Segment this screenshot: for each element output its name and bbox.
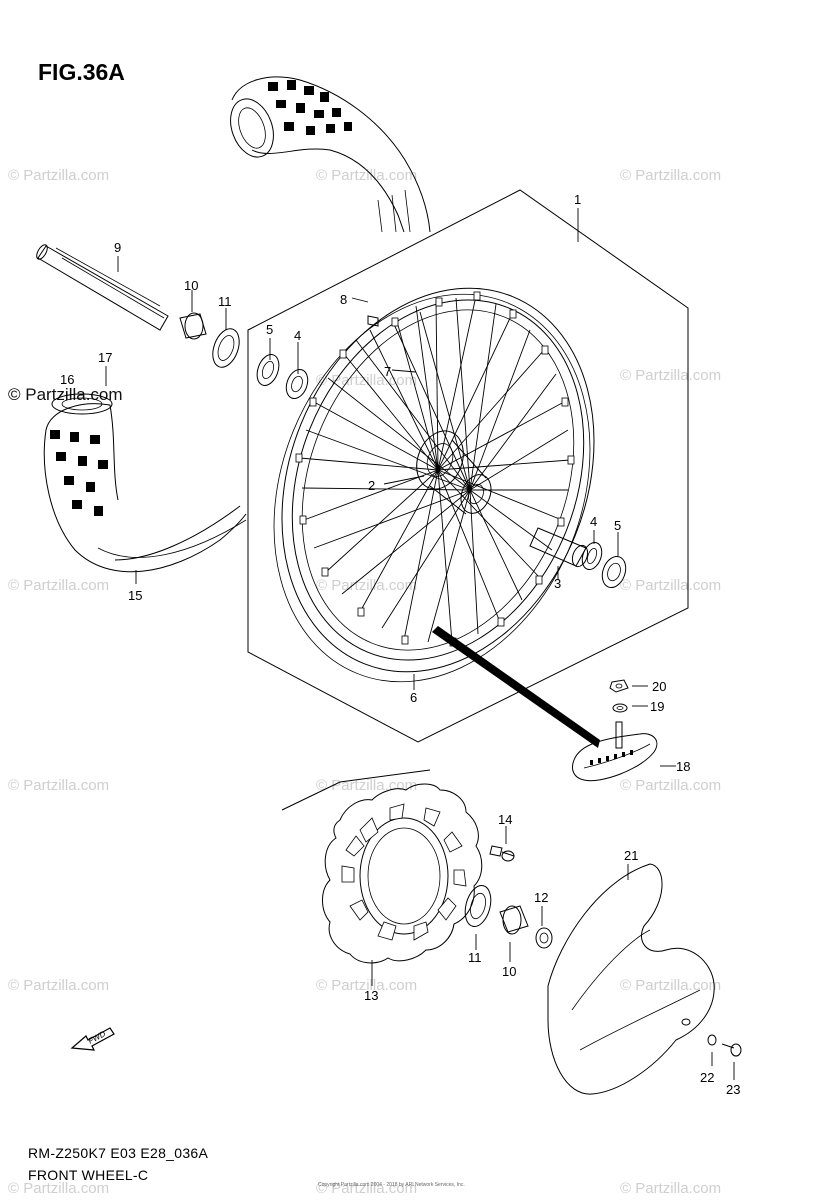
callout-8: 8 — [340, 292, 347, 307]
watermark: © Partzilla.com — [316, 1180, 417, 1197]
callout-14: 14 — [498, 812, 512, 827]
spokes — [299, 295, 571, 643]
brake-disc — [322, 783, 483, 964]
disc-cover — [547, 863, 715, 1095]
callout-19: 19 — [650, 699, 664, 714]
washer — [612, 703, 628, 713]
callout-5-right: 5 — [614, 518, 621, 533]
dust-seal-left — [212, 328, 240, 368]
spacer-right — [529, 527, 589, 568]
callout-18: 18 — [676, 759, 690, 774]
dust-seal-right — [464, 884, 492, 928]
callout-9: 9 — [114, 240, 121, 255]
front-axle — [36, 244, 169, 331]
callout-7: 7 — [384, 364, 391, 379]
bearing-left — [285, 368, 309, 400]
callout-4: 4 — [294, 328, 301, 343]
callout-4-right: 4 — [590, 514, 597, 529]
callout-3: 3 — [554, 576, 561, 591]
callout-17: 17 — [98, 350, 112, 365]
cover-washer — [707, 1034, 717, 1046]
callout-21: 21 — [624, 848, 638, 863]
callout-22: 22 — [700, 1070, 714, 1085]
watermark: © Partzilla.com — [620, 977, 721, 994]
watermark: © Partzilla.com — [8, 1180, 109, 1197]
watermark: © Partzilla.com — [620, 777, 721, 794]
callout-6: 6 — [410, 690, 417, 705]
watermark: © Partzilla.com — [8, 167, 109, 184]
leader-lines — [105, 208, 735, 1080]
spacer-left — [179, 312, 207, 340]
rear-tire-illustration — [230, 76, 431, 233]
nut — [609, 679, 629, 693]
watermark: © Partzilla.com — [8, 977, 109, 994]
watermark: © Partzilla.com — [8, 577, 109, 594]
front-wheel — [273, 287, 595, 683]
callouts: 1 2 3 4 5 4 5 6 7 8 9 10 11 10 11 12 13 … — [60, 192, 740, 1097]
oil-seal-right — [601, 556, 627, 588]
fwd-arrow-icon: FWD — [70, 1027, 115, 1051]
callout-23: 23 — [726, 1082, 740, 1097]
callout-12: 12 — [534, 890, 548, 905]
callout-2: 2 — [368, 478, 375, 493]
oil-seal-left — [256, 354, 280, 386]
spoke-nipple — [367, 315, 379, 327]
cover-bolt — [721, 1043, 742, 1057]
callout-5: 5 — [266, 322, 273, 337]
callout-15: 15 — [128, 588, 142, 603]
callout-20: 20 — [652, 679, 666, 694]
watermark: © Partzilla.com — [316, 372, 417, 389]
rim-lock — [571, 721, 658, 782]
spacer-right-lower — [499, 905, 529, 935]
figure-caption: FRONT WHEEL-C — [28, 1167, 148, 1183]
model-code: RM-Z250K7 E03 E28_036A — [28, 1145, 209, 1161]
callout-1: 1 — [574, 192, 581, 207]
assembly-outline — [247, 189, 689, 743]
front-tire-illustration — [43, 393, 247, 573]
callout-11: 11 — [218, 294, 232, 309]
watermark: © Partzilla.com — [316, 777, 417, 794]
watermark: © Partzilla.com — [316, 577, 417, 594]
watermarks: © Partzilla.com © Partzilla.com © Partzi… — [8, 167, 721, 1197]
watermark-dark: © Partzilla.com — [8, 385, 123, 404]
bearing-right — [581, 541, 603, 571]
callout-11-lower: 11 — [468, 950, 482, 965]
copyright-notice: Copyright Partzilla.com 2004 - 2018 by A… — [318, 1182, 465, 1188]
callout-10: 10 — [184, 278, 198, 293]
disc-box — [281, 769, 431, 811]
callout-16: 16 — [60, 372, 74, 387]
watermark: © Partzilla.com — [8, 777, 109, 794]
rim-lock-leader — [432, 626, 600, 748]
figure-title: FIG.36A — [38, 59, 125, 85]
callout-10-lower: 10 — [502, 964, 516, 979]
collar — [535, 927, 553, 949]
watermark: © Partzilla.com — [316, 977, 417, 994]
watermark: © Partzilla.com — [620, 167, 721, 184]
watermark: © Partzilla.com — [620, 1180, 721, 1197]
watermark: © Partzilla.com — [620, 367, 721, 384]
watermark: © Partzilla.com — [620, 577, 721, 594]
disc-bolt — [489, 845, 515, 862]
watermark: © Partzilla.com — [316, 167, 417, 184]
callout-13: 13 — [364, 988, 378, 1003]
